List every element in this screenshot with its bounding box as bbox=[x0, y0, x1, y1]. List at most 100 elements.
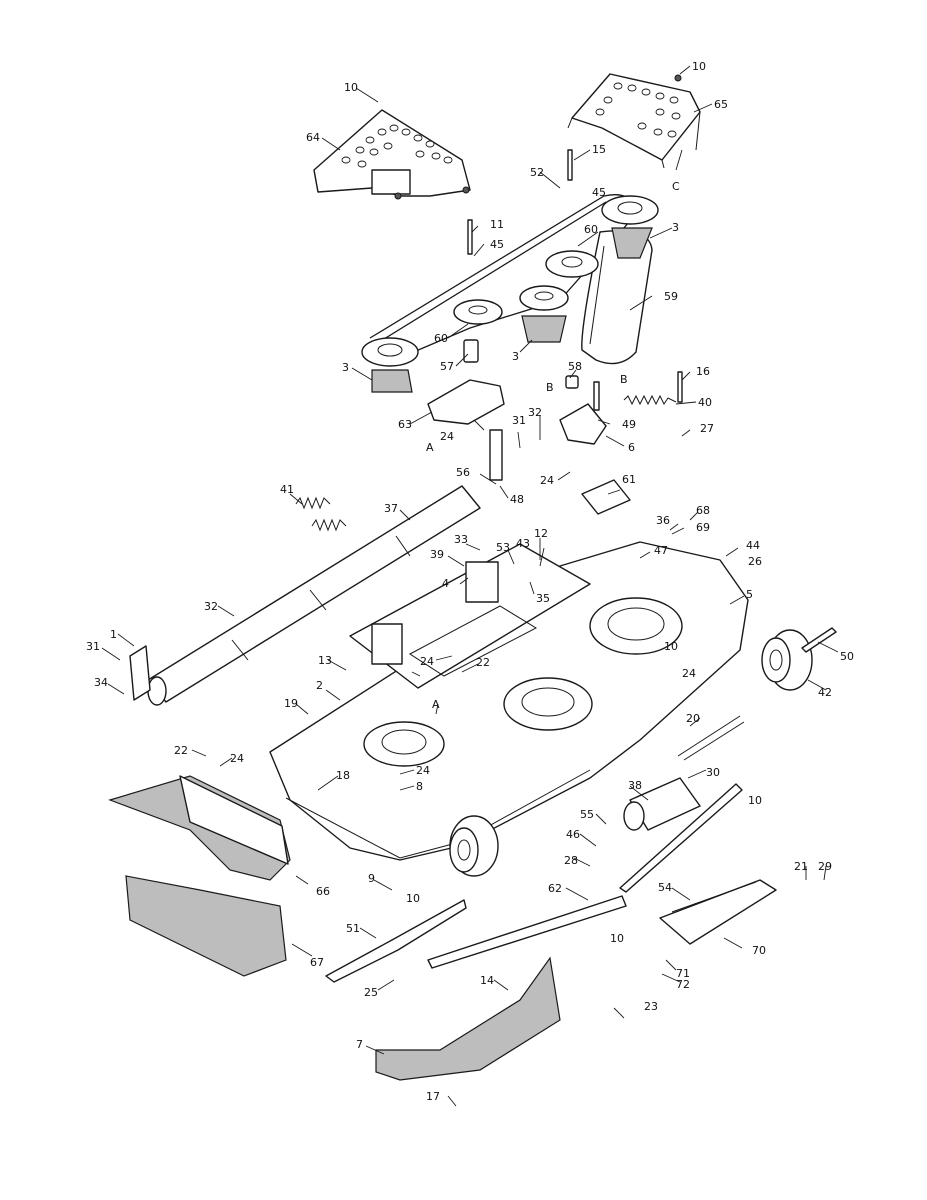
chute-deflector-67 bbox=[125, 875, 287, 977]
callout-22: 22 bbox=[476, 656, 490, 669]
baffle-62 bbox=[427, 895, 627, 969]
roller-38 bbox=[623, 777, 701, 831]
callout-22: 22 bbox=[174, 744, 188, 757]
callout-26: 26 bbox=[748, 555, 762, 568]
callout-68: 68 bbox=[696, 504, 710, 517]
callout-17: 17 bbox=[426, 1090, 440, 1103]
callout-15: 15 bbox=[592, 143, 606, 156]
callout-45: 45 bbox=[490, 238, 504, 251]
callout-43: 43 bbox=[516, 537, 530, 550]
callout-61: 61 bbox=[622, 473, 636, 486]
leader-lines bbox=[101, 65, 839, 1107]
callout-64: 64 bbox=[306, 131, 320, 144]
idler-arm-6 bbox=[559, 403, 607, 445]
callout-72: 72 bbox=[676, 978, 690, 991]
callout-24: 24 bbox=[416, 764, 430, 777]
discharge-chute-66 bbox=[108, 775, 291, 881]
callout-10: 10 bbox=[610, 932, 624, 945]
callout-16: 16 bbox=[696, 365, 710, 378]
callout-5: 5 bbox=[746, 588, 753, 601]
callout-10: 10 bbox=[748, 794, 762, 807]
callout-10: 10 bbox=[692, 60, 706, 73]
gauge-wheel-42 bbox=[761, 629, 813, 691]
callout-40: 40 bbox=[698, 396, 712, 409]
mulch-cover-7 bbox=[375, 956, 561, 1081]
callout-12: 12 bbox=[534, 527, 548, 540]
callout-24: 24 bbox=[420, 655, 434, 668]
baffle-30 bbox=[619, 783, 743, 893]
callout-66: 66 bbox=[316, 885, 330, 898]
belt-shield-right-65 bbox=[567, 73, 701, 169]
callout-48: 48 bbox=[510, 493, 524, 506]
callout-4: 4 bbox=[442, 577, 449, 590]
callout-24: 24 bbox=[440, 430, 454, 443]
callout-20: 20 bbox=[686, 712, 700, 725]
callout-31: 31 bbox=[86, 640, 100, 653]
pin-50 bbox=[801, 627, 837, 653]
callout-24: 24 bbox=[230, 752, 244, 765]
callout-36: 36 bbox=[656, 514, 670, 527]
callout-B: B bbox=[546, 381, 554, 394]
callout-B: B bbox=[620, 373, 628, 386]
callout-60: 60 bbox=[584, 223, 598, 236]
callout-19: 19 bbox=[284, 697, 298, 710]
callout-55: 55 bbox=[580, 808, 594, 821]
spacer-58 bbox=[565, 375, 579, 389]
callout-10: 10 bbox=[344, 81, 358, 94]
callout-23: 23 bbox=[644, 1000, 658, 1013]
callout-59: 59 bbox=[664, 290, 678, 303]
spring-40 bbox=[623, 394, 677, 406]
callout-49: 49 bbox=[622, 418, 636, 431]
callout-9: 9 bbox=[368, 872, 375, 885]
callout-21: 21 bbox=[794, 860, 808, 873]
callout-65: 65 bbox=[714, 98, 728, 111]
callout-35: 35 bbox=[536, 592, 550, 605]
idler-bracket-63 bbox=[427, 379, 505, 425]
roller-bracket-1 bbox=[129, 645, 151, 701]
callout-37: 37 bbox=[384, 502, 398, 515]
callout-31: 31 bbox=[512, 414, 526, 427]
callout-44: 44 bbox=[746, 539, 760, 552]
springs-41 bbox=[295, 496, 347, 532]
callout-53: 53 bbox=[496, 541, 510, 554]
callout-27: 27 bbox=[700, 422, 714, 435]
callout-67: 67 bbox=[310, 956, 324, 969]
callout-52: 52 bbox=[530, 166, 544, 179]
callout-46: 46 bbox=[566, 828, 580, 841]
height-adjust-link-56 bbox=[489, 429, 503, 481]
callout-3: 3 bbox=[342, 361, 349, 374]
hitch-bracket-70 bbox=[659, 879, 777, 945]
belt-shield-left-64 bbox=[313, 109, 471, 200]
idler-belt-59 bbox=[581, 230, 653, 365]
blade-51 bbox=[325, 899, 467, 983]
spindle-pulley-right bbox=[601, 195, 659, 259]
callout-C: C bbox=[672, 180, 680, 193]
callout-28: 28 bbox=[564, 854, 578, 867]
callout-54: 54 bbox=[658, 881, 672, 894]
callout-47: 47 bbox=[654, 544, 668, 557]
bracket-61 bbox=[581, 479, 631, 515]
callout-10: 10 bbox=[664, 640, 678, 653]
callout-14: 14 bbox=[480, 974, 494, 987]
callout-33: 33 bbox=[454, 533, 468, 546]
callout-3: 3 bbox=[672, 221, 679, 234]
callout-41: 41 bbox=[280, 483, 294, 496]
callout-11: 11 bbox=[490, 218, 504, 231]
spacer-57 bbox=[463, 339, 479, 363]
callout-56: 56 bbox=[456, 466, 470, 479]
mower-deck-5 bbox=[269, 541, 749, 861]
callout-62: 62 bbox=[548, 882, 562, 895]
bolt-11 bbox=[467, 219, 473, 255]
bolt-49 bbox=[593, 381, 600, 411]
callout-18: 18 bbox=[336, 769, 350, 782]
callout-24: 24 bbox=[682, 667, 696, 680]
callout-13: 13 bbox=[318, 654, 332, 667]
axle-20 bbox=[677, 715, 745, 761]
callout-labels: 10 10 10 10 10 10 65 64 C 15 52 45 45 11… bbox=[86, 60, 854, 1103]
callout-2: 2 bbox=[316, 679, 323, 692]
callout-3: 3 bbox=[512, 350, 519, 363]
callout-38: 38 bbox=[628, 779, 642, 792]
callout-39: 39 bbox=[430, 548, 444, 561]
callout-A: A bbox=[432, 698, 440, 711]
